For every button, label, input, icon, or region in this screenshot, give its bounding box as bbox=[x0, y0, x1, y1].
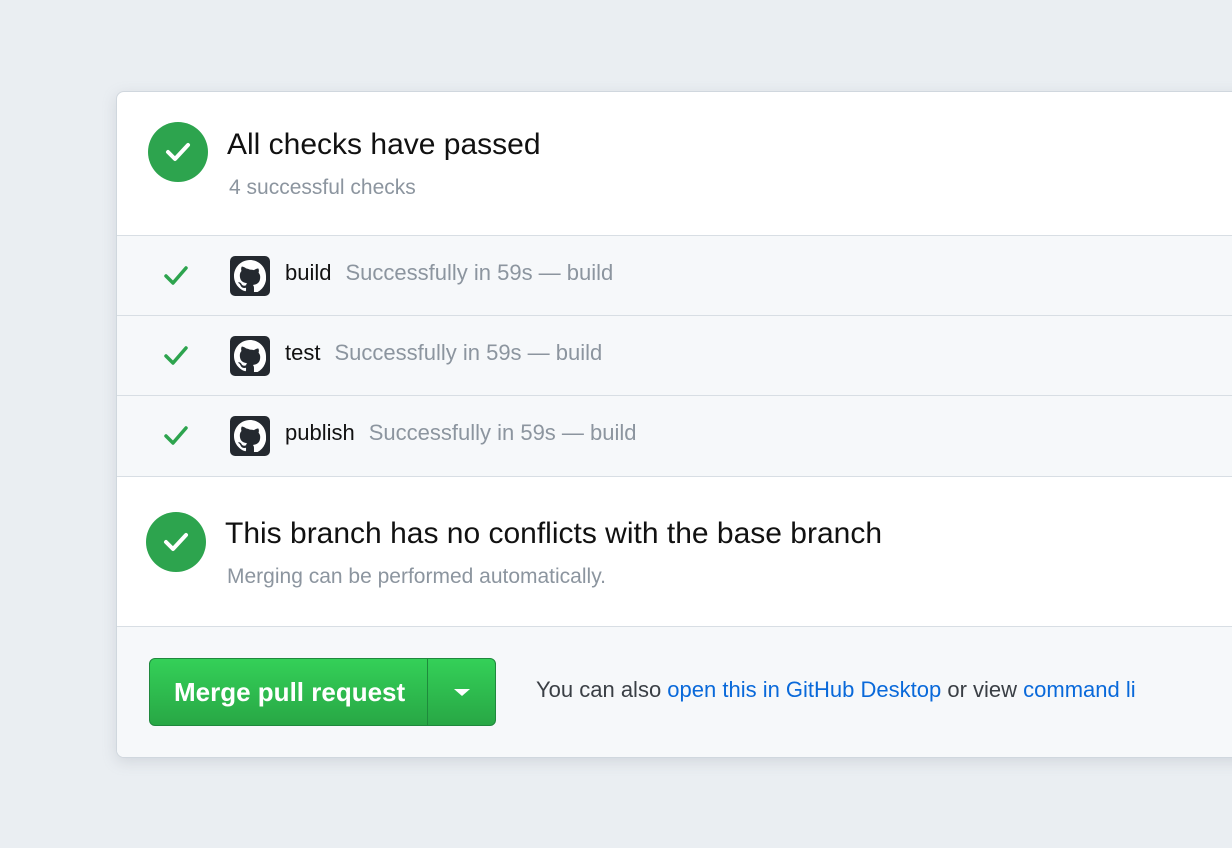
github-icon bbox=[230, 336, 270, 376]
merge-options-dropdown[interactable] bbox=[428, 659, 495, 725]
merge-footer: Merge pull request You can also open thi… bbox=[117, 627, 1232, 757]
check-description: Successfully in 59s — build bbox=[334, 340, 603, 365]
check-circle-icon bbox=[146, 512, 206, 572]
check-circle-icon bbox=[148, 122, 208, 182]
check-icon bbox=[164, 266, 188, 285]
check-name: test bbox=[285, 340, 321, 365]
merge-button-group: Merge pull request bbox=[149, 658, 497, 726]
check-name: publish bbox=[285, 420, 355, 445]
github-icon bbox=[230, 256, 270, 296]
note-text: or view bbox=[941, 677, 1024, 702]
conflicts-subtitle: Merging can be performed automatically. bbox=[227, 565, 606, 588]
caret-down-icon bbox=[453, 688, 470, 696]
check-description: Successfully in 59s — build bbox=[368, 420, 637, 445]
check-row-publish[interactable]: publish Successfully in 59s — build bbox=[117, 396, 1232, 477]
check-name: build bbox=[285, 260, 332, 285]
note-text: You can also bbox=[536, 677, 668, 702]
check-row-build[interactable]: build Successfully in 59s — build bbox=[117, 236, 1232, 316]
github-desktop-link[interactable]: open this in GitHub Desktop bbox=[667, 677, 942, 702]
command-line-link[interactable]: command li bbox=[1023, 677, 1136, 702]
github-icon bbox=[230, 416, 270, 456]
conflicts-title: This branch has no conflicts with the ba… bbox=[225, 517, 883, 550]
checks-summary: All checks have passed 4 successful chec… bbox=[117, 92, 1232, 236]
check-icon bbox=[164, 346, 188, 365]
merge-box: All checks have passed 4 successful chec… bbox=[116, 91, 1232, 758]
conflicts-section: This branch has no conflicts with the ba… bbox=[117, 477, 1232, 627]
check-description: Successfully in 59s — build bbox=[345, 260, 614, 285]
merge-pull-request-button[interactable]: Merge pull request bbox=[150, 659, 429, 725]
merge-note: You can also open this in GitHub Desktop… bbox=[536, 677, 1136, 703]
check-icon bbox=[164, 426, 188, 445]
checks-subtitle: 4 successful checks bbox=[229, 176, 416, 199]
checks-title: All checks have passed bbox=[227, 128, 541, 161]
check-row-test[interactable]: test Successfully in 59s — build bbox=[117, 316, 1232, 396]
